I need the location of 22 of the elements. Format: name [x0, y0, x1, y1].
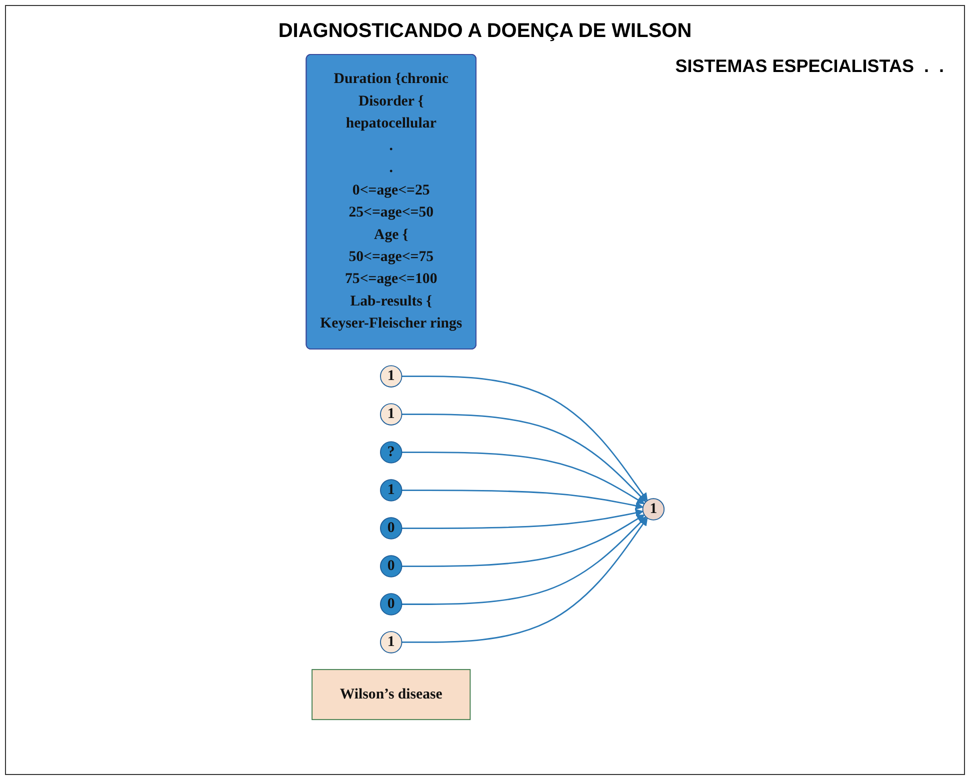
arrow — [402, 514, 645, 567]
note-text: . — [938, 56, 944, 77]
arrow — [402, 518, 648, 643]
arrow — [402, 452, 645, 504]
arrow — [402, 490, 644, 510]
note-text: . — [924, 56, 929, 77]
node-circle: 1 — [380, 479, 402, 502]
arrow — [402, 414, 646, 502]
node-circle: 0 — [380, 555, 402, 578]
node-circle: 1 — [380, 365, 402, 388]
node-circle: 1 — [380, 403, 402, 426]
node-circle: ? — [380, 441, 402, 464]
node-circle: 1 — [380, 631, 402, 654]
node-circle: 1 — [642, 498, 664, 520]
note-text: SISTEMAS ESPECIALISTAS — [675, 56, 914, 77]
node-circle: 0 — [380, 517, 402, 540]
arrow — [402, 376, 648, 501]
diagram-title: DIAGNOSTICANDO A DOENÇA DE WILSON — [277, 20, 693, 43]
arrow — [402, 508, 644, 529]
node-box: Wilson’s disease — [311, 669, 470, 720]
node-circle: 0 — [380, 593, 402, 616]
arrow — [402, 516, 646, 605]
